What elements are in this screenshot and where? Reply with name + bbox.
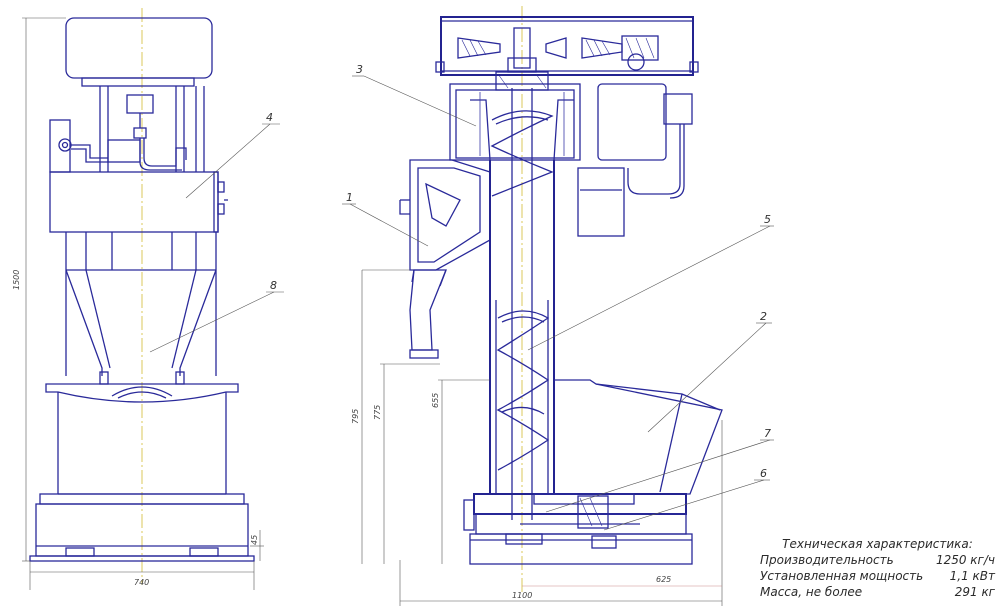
callout-4: 4 (266, 111, 273, 124)
front-view (22, 8, 264, 590)
callout-8: 8 (270, 279, 277, 292)
spec-label: Установленная мощность (760, 569, 924, 583)
dim-inlet-height: 795 (351, 409, 360, 424)
spec-value: 1,1 кВт (949, 569, 995, 583)
callout-7: 7 (764, 427, 771, 440)
dim-overall-height: 1500 (12, 270, 21, 290)
spec-row: Установленная мощность 1,1 кВт (760, 568, 995, 584)
callout-5: 5 (764, 213, 771, 226)
dim-mid-height: 775 (373, 405, 382, 420)
callout-6: 6 (760, 467, 767, 480)
spec-row: Производительность 1250 кг/ч (760, 552, 995, 568)
dim-bowl-height: 655 (431, 393, 440, 408)
technical-specs: Техническая характеристика: Производител… (760, 536, 995, 600)
callout-leaders (149, 75, 774, 531)
section-view (361, 6, 723, 606)
spec-row: Масса, не более 291 кг (760, 584, 995, 600)
callout-2: 2 (760, 310, 767, 323)
dim-base-plate: 45 (250, 535, 259, 545)
spec-label: Масса, не более (760, 585, 863, 599)
spec-label: Производительность (760, 553, 894, 567)
dim-overall-width: 1100 (512, 591, 532, 600)
spec-value: 1250 кг/ч (935, 553, 995, 567)
dim-auger-offset: 625 (656, 575, 671, 584)
dim-base-width: 740 (134, 578, 149, 587)
callout-1: 1 (346, 191, 353, 204)
callout-3: 3 (356, 63, 363, 76)
specs-title: Техническая характеристика: (782, 537, 973, 551)
spec-value: 291 кг (954, 585, 995, 599)
